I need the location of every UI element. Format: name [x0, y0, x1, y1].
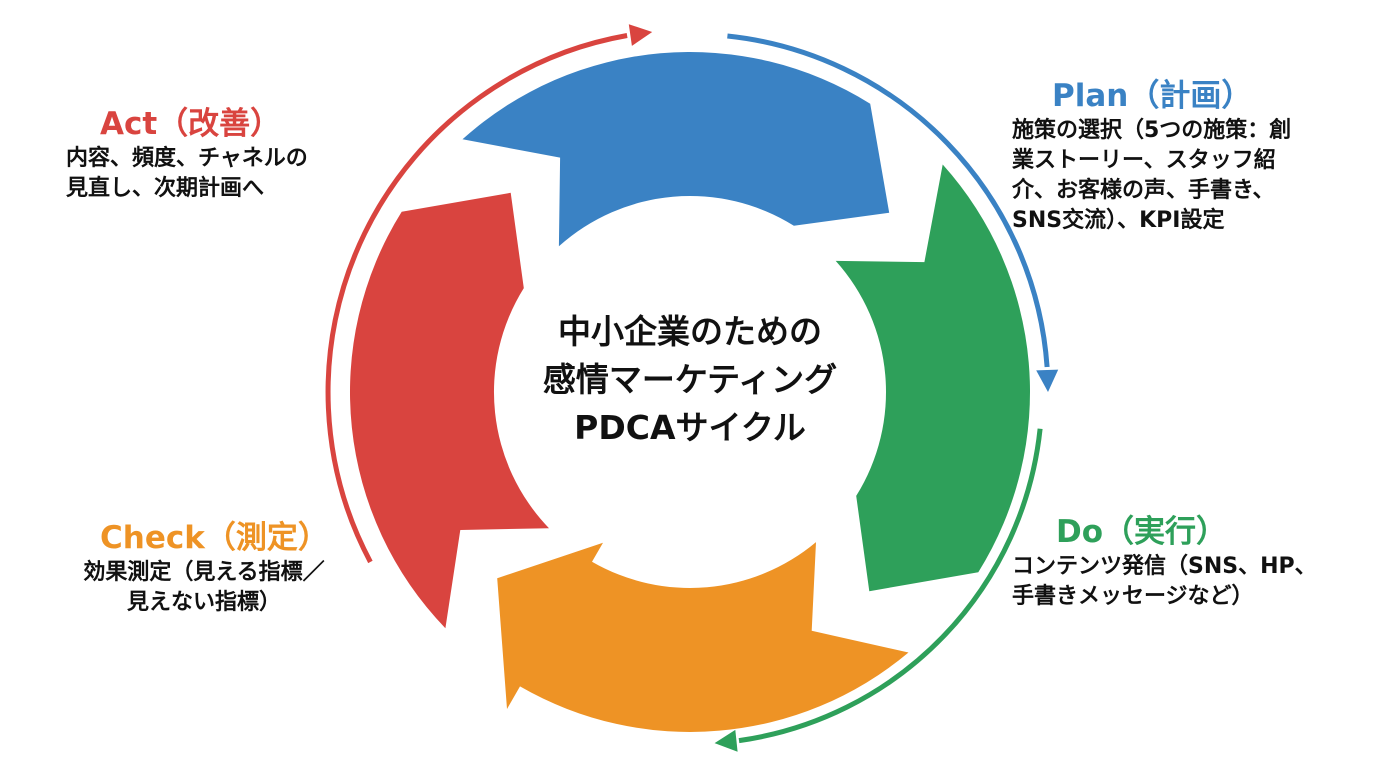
act-outer-arrowhead-icon: [628, 24, 653, 46]
description-line: 内容、頻度、チャネルの: [66, 146, 308, 171]
phase-act-title: Act（改善）: [100, 106, 282, 142]
phase-act-description: 内容、頻度、チャネルの 見直し、次期計画へ: [66, 144, 308, 204]
check-arrow-segment: [497, 542, 909, 732]
phase-do: Do（実行） コンテンツ発信（SNS、HP、 手書きメッセージなど）: [1012, 512, 1317, 612]
do-outer-arc-arrow: [738, 428, 1043, 744]
phase-plan-description: 施策の選択（5つの施策：創 業ストーリー、スタッフ紹 介、お客様の声、手書き、 …: [1012, 116, 1291, 236]
description-line: 業ストーリー、スタッフ紹: [1012, 148, 1276, 173]
phase-do-description: コンテンツ発信（SNS、HP、 手書きメッセージなど）: [1012, 552, 1317, 612]
center-title-line: PDCAサイクル: [574, 408, 806, 447]
center-title: 中小企業のための 感情マーケティング PDCAサイクル: [490, 308, 890, 452]
description-line: SNS交流）、KPI設定: [1012, 208, 1225, 233]
description-line: 見直し、次期計画へ: [66, 176, 265, 201]
description-line: 介、お客様の声、手書き、: [1012, 178, 1275, 203]
center-title-line: 中小企業のための: [558, 312, 822, 351]
phase-check-description: 効果測定（見える指標／ 見えない指標）: [66, 558, 342, 618]
description-line: コンテンツ発信（SNS、HP、: [1012, 554, 1317, 579]
phase-plan: Plan（計画） 施策の選択（5つの施策：創 業ストーリー、スタッフ紹 介、お客…: [1012, 76, 1291, 236]
plan-arrow-segment: [462, 52, 890, 247]
do-outer-arrowhead-icon: [714, 729, 738, 752]
phase-check: Check（測定） 効果測定（見える指標／ 見えない指標）: [66, 518, 342, 618]
do-arrow-segment: [835, 164, 1030, 592]
phase-check-title: Check（測定）: [100, 520, 329, 556]
center-title-line: 感情マーケティング: [542, 360, 838, 399]
plan-outer-arc-arrow: [727, 33, 1050, 368]
phase-act: Act（改善） 内容、頻度、チャネルの 見直し、次期計画へ: [66, 104, 308, 204]
description-line: 手書きメッセージなど）: [1012, 584, 1254, 609]
description-line: 施策の選択（5つの施策：創: [1012, 118, 1292, 143]
description-line: 見えない指標）: [126, 590, 281, 615]
phase-do-title: Do（実行）: [1056, 514, 1228, 550]
plan-outer-arrowhead-icon: [1036, 369, 1059, 392]
description-line: 効果測定（見える指標／: [83, 560, 325, 585]
phase-plan-title: Plan（計画）: [1052, 78, 1253, 114]
act-outer-arc-arrow: [325, 33, 628, 564]
act-arrow-segment: [349, 192, 549, 629]
